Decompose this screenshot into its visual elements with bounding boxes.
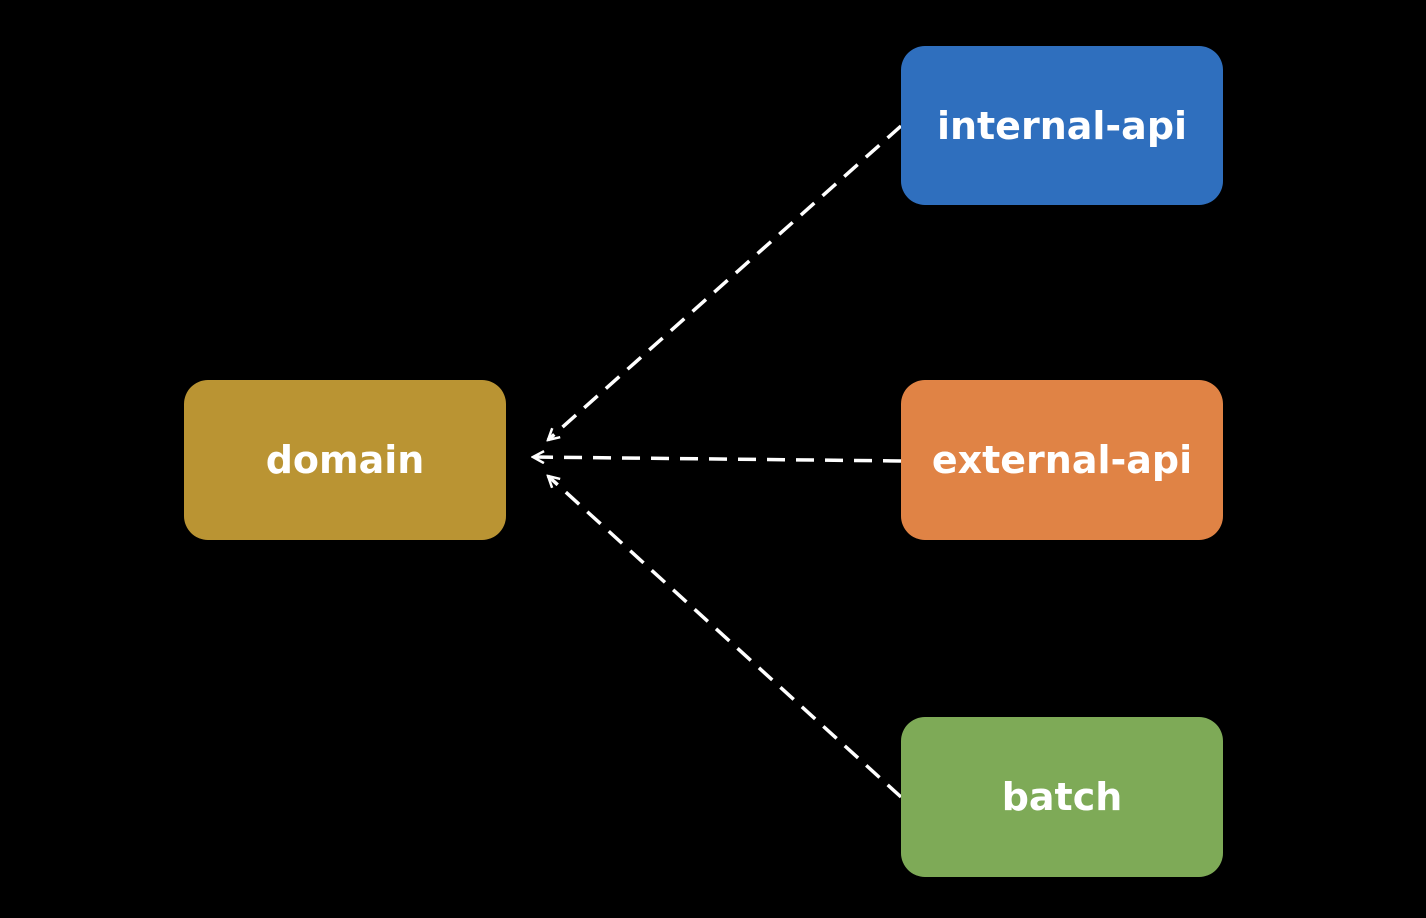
edge-batch-to-domain bbox=[548, 476, 903, 799]
node-external-api-label: external-api bbox=[931, 438, 1193, 482]
edge-external-api-to-domain bbox=[533, 457, 902, 461]
node-domain: domain bbox=[184, 380, 506, 540]
node-batch: batch bbox=[901, 717, 1223, 877]
node-internal-api-label: internal-api bbox=[936, 103, 1188, 148]
node-batch-label: batch bbox=[1001, 775, 1123, 819]
node-external-api: external-api bbox=[901, 380, 1223, 540]
node-domain-label: domain bbox=[265, 438, 425, 482]
edge-internal-api-to-domain bbox=[548, 124, 903, 440]
node-internal-api: internal-api bbox=[901, 46, 1223, 205]
